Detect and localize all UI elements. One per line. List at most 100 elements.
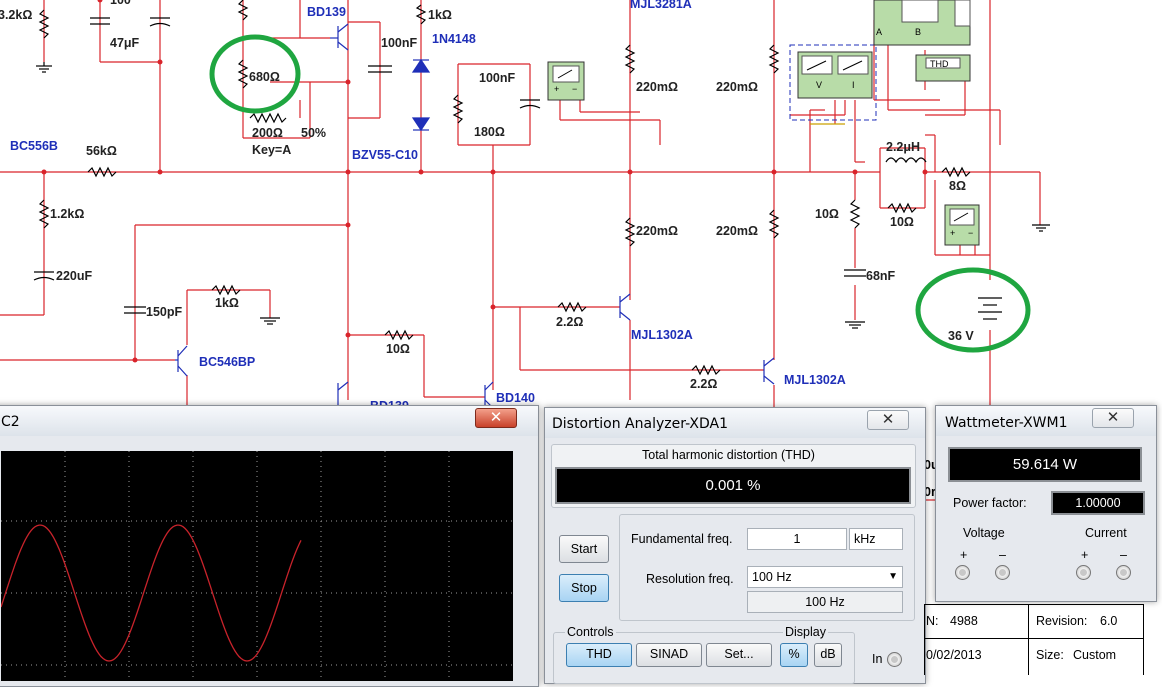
label-1n4148: 1N4148: [432, 32, 476, 46]
label-l-2-2u: 2.2μH: [886, 140, 920, 154]
ground-1: [36, 62, 52, 73]
start-button[interactable]: Start: [559, 535, 609, 563]
input-terminal[interactable]: [887, 652, 902, 667]
capacitor-100n-a: [368, 65, 392, 73]
voltage-minus-label: –: [999, 548, 1006, 562]
capacitor-100n-b: [519, 99, 541, 109]
current-minus-terminal[interactable]: [1116, 565, 1131, 580]
resistor-10-c: [887, 202, 917, 214]
resolution-label: Resolution freq.: [646, 572, 734, 586]
oscilloscope-window[interactable]: C2 ✕: [0, 405, 539, 687]
close-icon: ✕: [1106, 409, 1120, 426]
label-mjl3281a: MJL3281A: [630, 0, 692, 11]
label-mjl1302a-1: MJL1302A: [631, 328, 693, 342]
in-label: In: [872, 652, 883, 666]
distortion-titlebar[interactable]: [545, 408, 925, 438]
title-n-value: 4988: [950, 614, 978, 628]
resistor-220m-1: [624, 44, 636, 74]
title-size-value: Custom: [1073, 648, 1117, 662]
battery-36v: [978, 297, 1002, 320]
label-vm-plus: +: [554, 84, 559, 94]
title-date-value: 0/02/2013: [926, 648, 982, 662]
power-factor-label: Power factor:: [953, 496, 1027, 510]
chevron-down-icon: ▼: [888, 571, 898, 582]
distortion-close-button[interactable]: ✕: [867, 410, 909, 430]
instruments[interactable]: [547, 0, 980, 246]
controls-label: Controls: [565, 625, 616, 639]
resistor-680: [237, 59, 249, 89]
resistor-220m-3: [624, 217, 636, 247]
diode-1n4148: [411, 58, 431, 73]
resistor-2-2-b: [691, 364, 721, 376]
label-r-680: 680Ω: [249, 70, 280, 84]
label-r-10-b: 10Ω: [815, 207, 839, 221]
label-osc-b: B: [915, 27, 921, 37]
resistor-220m-2: [768, 44, 780, 74]
label-c-47u: 47μF: [110, 36, 140, 50]
transistor-bd139-bot: [337, 381, 349, 405]
ground-2: [260, 317, 280, 325]
resistor-top-1: [237, 0, 249, 21]
ground-3: [845, 321, 865, 329]
set-button[interactable]: Set...: [706, 643, 772, 667]
label-r-1k-top: 1kΩ: [428, 8, 452, 22]
label-c-68n: 68nF: [866, 269, 896, 283]
ground-4: [1032, 224, 1050, 232]
oscilloscope-screen[interactable]: [1, 451, 513, 681]
thd-caption: Total harmonic distortion (THD): [642, 448, 815, 462]
title-revision-label: Revision:: [1036, 614, 1088, 628]
resolution-select[interactable]: 100 Hz ▼: [747, 566, 903, 588]
label-vm-minus: −: [572, 84, 577, 94]
resistor-1k-top: [415, 4, 427, 25]
resistor-8: [941, 166, 971, 178]
voltage-minus-terminal[interactable]: [995, 565, 1010, 580]
current-label: Current: [1085, 526, 1127, 540]
fundamental-input[interactable]: 1: [747, 528, 847, 550]
resistor-56k: [87, 166, 117, 178]
label-r-8: 8Ω: [949, 179, 966, 193]
thd-mode-button[interactable]: THD: [566, 643, 632, 667]
label-osc-a: A: [876, 27, 882, 37]
resistor-220m-4: [768, 209, 780, 239]
label-r-2-2-a: 2.2Ω: [556, 315, 583, 329]
label-r-220m-1: 220mΩ: [636, 80, 678, 94]
distortion-title: Distortion Analyzer-XDA1: [552, 416, 729, 432]
current-minus-label: –: [1120, 548, 1127, 562]
label-r-220m-3: 220mΩ: [636, 224, 678, 238]
close-icon: ✕: [489, 409, 503, 426]
label-bc556b: BC556B: [10, 139, 58, 153]
wattmeter-window[interactable]: Wattmeter-XWM1 ✕ 59.614 W Power factor: …: [935, 405, 1157, 602]
oscilloscope-titlebar[interactable]: [0, 406, 538, 436]
wattmeter-close-button[interactable]: ✕: [1092, 408, 1134, 428]
schematic-labels: 3.2kΩ 47μF 100 680Ω 200Ω 50% Key=A BD139…: [0, 0, 974, 413]
label-c-220u: 220uF: [56, 269, 92, 283]
frequency-group: [619, 514, 915, 621]
thd-display: 0.001 %: [555, 467, 911, 504]
transistors: [175, 23, 775, 409]
sinad-mode-button[interactable]: SINAD: [636, 643, 702, 667]
resistor-2-2-a: [557, 301, 587, 313]
capacitor-47u: [90, 17, 110, 25]
components: [33, 0, 1050, 376]
title-block: N: 4988 Revision: 6.0 0/02/2013 Size: Cu…: [924, 604, 1162, 675]
label-r-10-c: 10Ω: [890, 215, 914, 229]
stop-button[interactable]: Stop: [559, 574, 609, 602]
distortion-analyzer-window[interactable]: Distortion Analyzer-XDA1 ✕ Total harmoni…: [544, 407, 926, 684]
voltage-label: Voltage: [963, 526, 1005, 540]
db-button[interactable]: dB: [814, 643, 842, 667]
label-am-plus: +: [950, 228, 955, 238]
resistor-180: [452, 94, 464, 124]
label-thd-box: THD: [930, 59, 949, 69]
percent-button[interactable]: %: [780, 643, 808, 667]
resistor-1k-mid: [211, 284, 241, 296]
transistor-mjl1302a-1: [619, 293, 631, 321]
transistor-bd139-top: [330, 23, 349, 51]
capacitor-150p: [124, 306, 146, 314]
fundamental-unit[interactable]: kHz: [849, 528, 903, 550]
voltage-plus-terminal[interactable]: [955, 565, 970, 580]
label-bd139-top: BD139: [307, 5, 346, 19]
current-plus-terminal[interactable]: [1076, 565, 1091, 580]
resistor-200: [249, 112, 287, 124]
oscilloscope-close-button[interactable]: ✕: [475, 408, 517, 428]
